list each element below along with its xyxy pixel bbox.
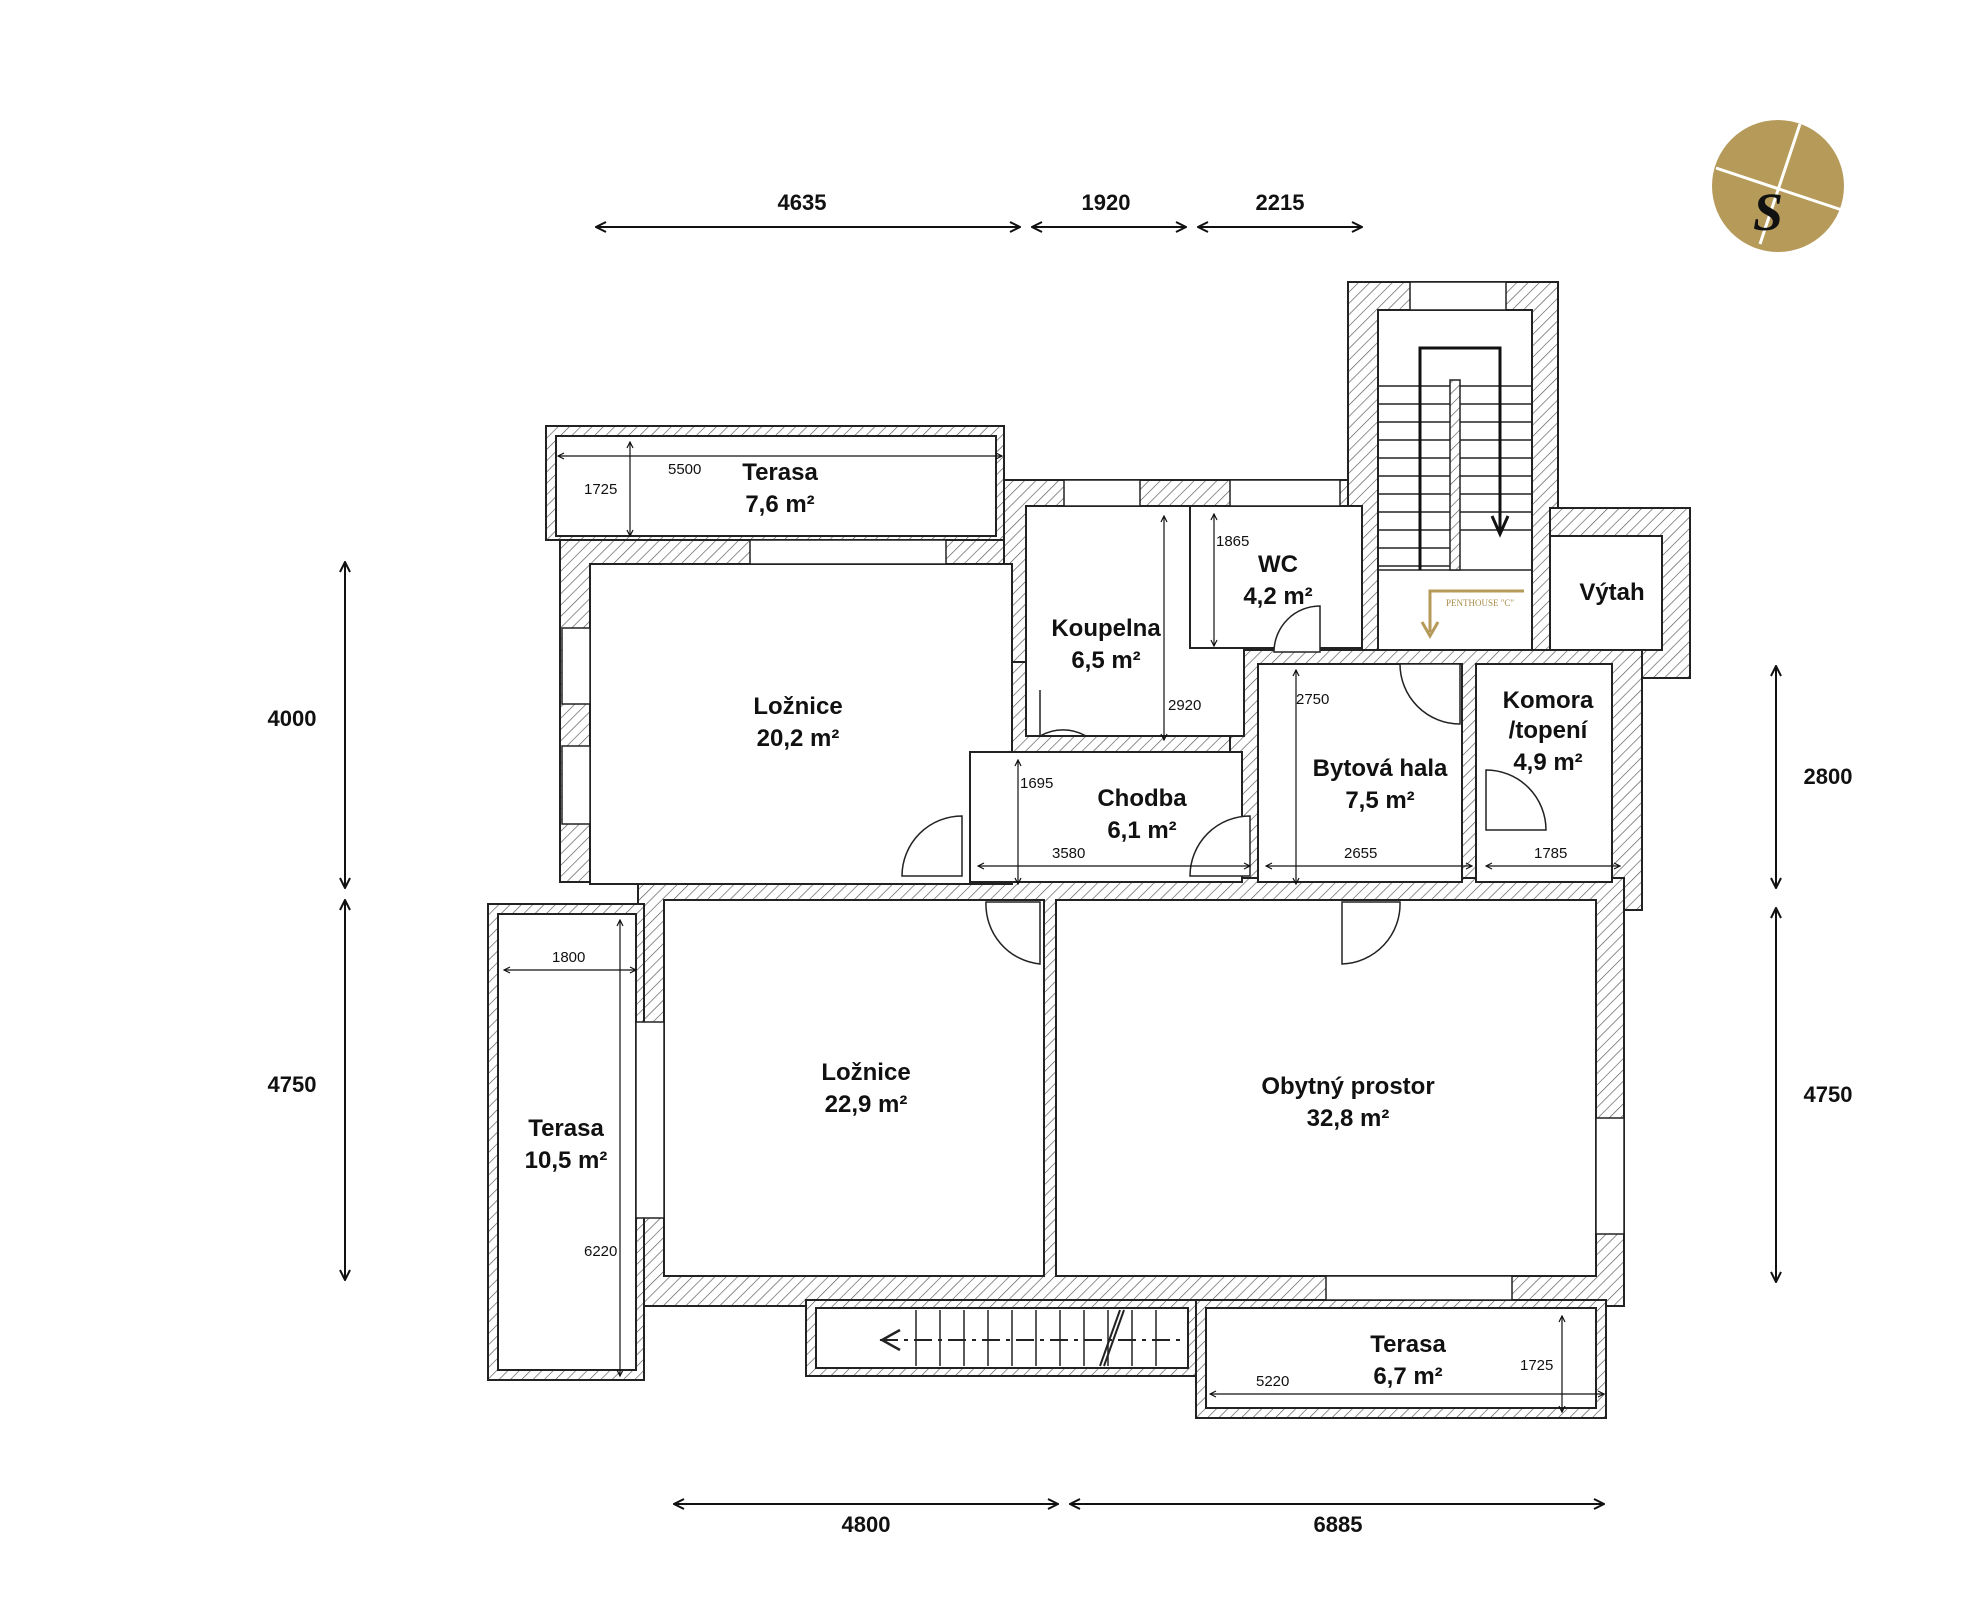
outer-dimension-lines [345,227,1776,1504]
dim-terasa-bottom-w: 5220 [1256,1373,1289,1390]
terasa-top-floor [555,435,997,537]
dim-terasa-top-h: 1725 [584,481,617,498]
hala-floor [1257,663,1463,883]
inner-dimension-lines [504,442,1620,1412]
dim-koupelna-h: 2920 [1168,697,1201,714]
obytny-area: 32,8 m² [1307,1105,1390,1132]
dim-chodba-w: 3580 [1052,845,1085,862]
komora-name-1: Komora [1503,687,1594,714]
loznice-2-name: Ložnice [821,1059,910,1086]
dim-top-2: 1920 [1082,190,1131,215]
stair-direction-arrow [1418,346,1502,570]
stair-steps [1378,379,1532,571]
terasa-left-area: 10,5 m² [525,1147,608,1174]
chodba-area: 6,1 m² [1107,817,1176,844]
loznice-1-area: 20,2 m² [757,725,840,752]
logo-letter: S [1753,182,1783,242]
koupelna-area: 6,5 m² [1071,647,1140,674]
dim-terasa-top-w: 5500 [668,461,701,478]
obytny-name: Obytný prostor [1261,1073,1434,1100]
obytny-floor [1055,899,1597,1277]
loznice-2-floor [663,899,1045,1277]
bytova-hala-name: Bytová hala [1313,755,1448,782]
windows [561,281,1625,1301]
dim-bottom-2: 6885 [1314,1512,1363,1537]
doors [901,605,1547,965]
dim-left-1: 4000 [268,706,317,731]
dim-terasa-bottom-h: 1725 [1520,1357,1553,1374]
terasa-top-name: Terasa [742,459,818,486]
dim-terasa-left-h: 6220 [584,1243,617,1260]
outer-dimension-labels: 4635 1920 2215 4800 6885 4000 4750 2800 … [268,190,1853,1537]
terasa-left-name: Terasa [528,1115,604,1142]
dim-top-3: 2215 [1256,190,1305,215]
dim-wc-h: 1865 [1216,533,1249,550]
terasa-bottom-name: Terasa [1370,1331,1446,1358]
dim-hala-h: 2750 [1296,691,1329,708]
dim-terasa-left-w: 1800 [552,949,585,966]
vytah-floor [1549,535,1663,651]
exterior-stair [879,1309,1180,1367]
vytah-name: Výtah [1579,579,1644,606]
dim-chodba-h: 1695 [1020,775,1053,792]
koupelna-name: Koupelna [1051,615,1161,642]
terasa-left-floor [497,913,637,1371]
wc-name: WC [1258,551,1298,578]
wc-area: 4,2 m² [1243,583,1312,610]
room-labels: Terasa 7,6 m² Ložnice 20,2 m² Koupelna 6… [525,459,1645,1390]
komora-name-2: /topení [1509,717,1589,744]
penthouse-arrow [1420,589,1524,640]
chodba-name: Chodba [1097,785,1187,812]
stair-bottom-floor [815,1307,1189,1369]
dim-komora-w: 1785 [1534,845,1567,862]
penthouse-label: PENTHOUSE "C" [1446,598,1514,608]
komora-area: 4,9 m² [1513,749,1582,776]
dim-right-2: 4750 [1804,1082,1853,1107]
dim-right-1: 2800 [1804,764,1853,789]
dim-top-1: 4635 [778,190,827,215]
loznice-2-area: 22,9 m² [825,1091,908,1118]
dim-left-2: 4750 [268,1072,317,1097]
dim-hala-w: 2655 [1344,845,1377,862]
dim-bottom-1: 4800 [842,1512,891,1537]
terasa-bottom-area: 6,7 m² [1373,1363,1442,1390]
terasa-top-area: 7,6 m² [745,491,814,518]
loznice-1-name: Ložnice [753,693,842,720]
brand-logo: S [1712,120,1844,252]
stair-arrow-head [1490,515,1510,538]
bytova-hala-area: 7,5 m² [1345,787,1414,814]
